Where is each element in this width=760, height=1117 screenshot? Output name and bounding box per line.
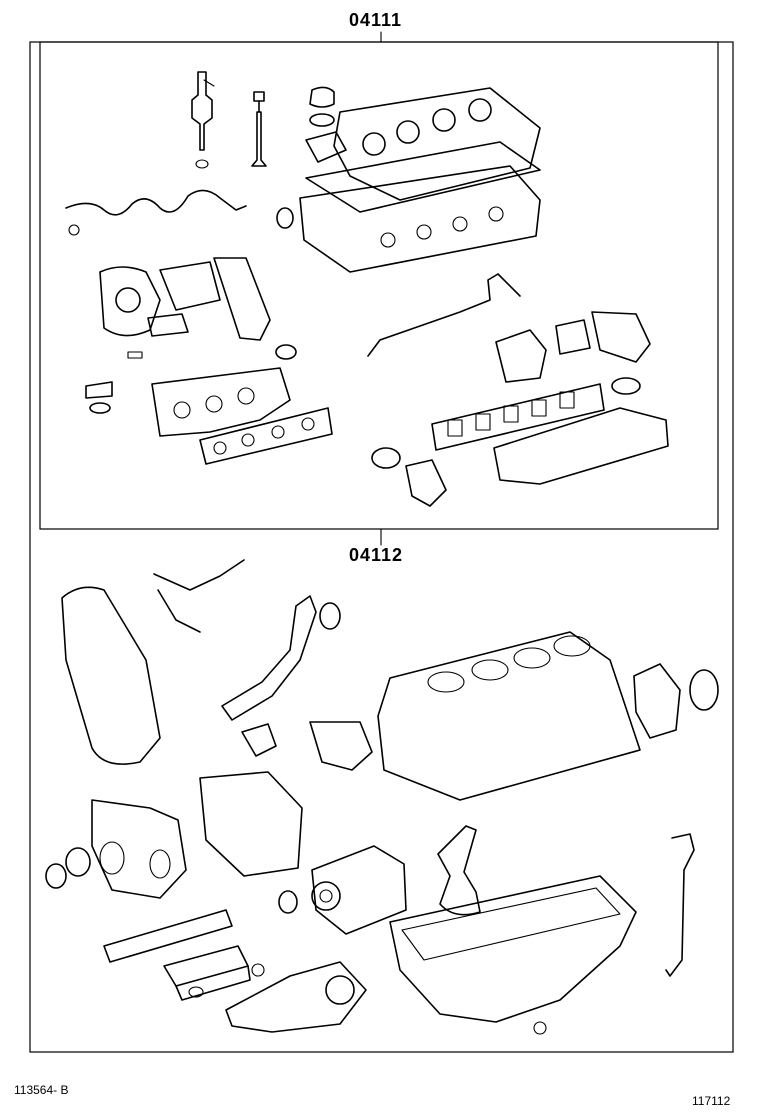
bolt-small <box>68 224 80 236</box>
glow-plug-connector <box>65 189 247 216</box>
oil-pipe <box>153 559 245 633</box>
oil-pan <box>389 875 637 1023</box>
illustration-code-left: 113564- B <box>14 1083 69 1097</box>
water-pipe-seal <box>319 602 341 630</box>
oil-filler-cap <box>305 86 347 163</box>
cylinder-head-cover <box>333 87 541 201</box>
oil-level-gauge <box>665 833 695 977</box>
timing-case <box>91 799 187 899</box>
turbo-gasket <box>147 313 189 337</box>
front-crankshaft-seal <box>65 847 91 877</box>
upper-kit-frame <box>39 41 719 530</box>
cylinder-head <box>299 165 541 273</box>
rear-oil-seal <box>689 669 719 711</box>
fuel-return-pipe <box>367 273 521 357</box>
injection-pump <box>311 845 407 935</box>
drain-plug <box>533 1021 547 1035</box>
water-inlet-pipe <box>221 595 317 721</box>
intake-manifold <box>493 407 669 485</box>
intake-manifold-gasket <box>431 383 605 451</box>
cylinder-block <box>377 631 641 801</box>
upper-kit-callout: 04111 <box>349 10 403 30</box>
intake-elbow <box>405 459 447 507</box>
oil-pump <box>225 961 367 1033</box>
head-cover-gasket <box>305 141 541 213</box>
exhaust-manifold-gasket <box>199 407 333 465</box>
timing-belt-cover <box>61 586 161 765</box>
small-gasket <box>127 351 143 359</box>
oil-seal-small <box>45 863 67 889</box>
valve-stem <box>251 91 267 167</box>
water-outlet-gasket <box>555 319 591 355</box>
pump-seal <box>278 890 298 914</box>
thermostat-gasket <box>611 377 641 395</box>
seal-ring <box>275 344 297 360</box>
upper-kit-parts <box>65 71 669 507</box>
flange-gasket <box>85 381 113 399</box>
turbocharger <box>99 257 271 341</box>
oil-cooler-gasket <box>103 909 233 963</box>
lower-kit-callout: 04112 <box>349 545 404 565</box>
illustration-code-right: 117112 <box>692 1094 731 1108</box>
water-pump-gasket <box>241 723 277 757</box>
cooler-o-ring-2 <box>251 963 265 977</box>
oil-strainer <box>437 825 481 916</box>
intake-flange-gasket <box>371 447 401 469</box>
cooler-o-ring <box>188 986 204 998</box>
rear-oil-seal-retainer <box>633 663 681 739</box>
flange-gasket-2 <box>89 402 111 414</box>
oil-cooler <box>163 945 251 1001</box>
lower-kit-parts <box>45 559 719 1035</box>
water-outlet <box>495 329 547 383</box>
injector-nozzle <box>191 71 215 169</box>
timing-case-gasket <box>199 771 303 877</box>
water-pump <box>309 721 373 771</box>
exhaust-manifold <box>151 367 291 437</box>
thermostat-housing <box>591 311 651 363</box>
camshaft-seal <box>276 207 294 229</box>
